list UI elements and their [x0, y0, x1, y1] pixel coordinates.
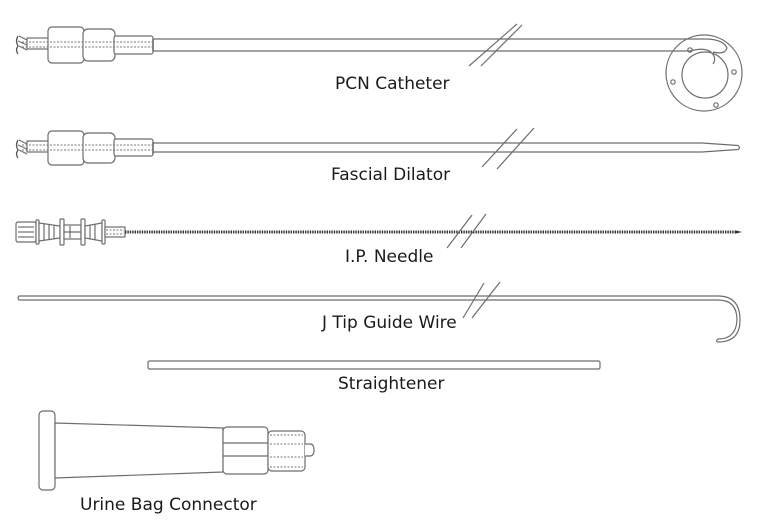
break-mark [468, 23, 523, 67]
ip-needle-drawing: I.P. Needle [15, 213, 742, 267]
break-mark [462, 281, 501, 319]
luer-hub [15, 130, 154, 166]
needle-hub [15, 218, 126, 246]
fascial-dilator-drawing: Fascial Dilator [15, 127, 741, 185]
pcn-catheter-label: PCN Catheter [335, 74, 450, 94]
straightener-label: Straightener [338, 374, 445, 394]
break-mark [481, 127, 535, 170]
j-tip-guide-wire-label: J Tip Guide Wire [321, 313, 457, 333]
pcn-catheter-drawing: PCN Catheter [15, 23, 743, 112]
break-mark [446, 213, 487, 249]
urine-bag-connector-label: Urine Bag Connector [80, 495, 257, 515]
pigtail-loop [665, 34, 743, 112]
j-tip-guide-wire-drawing: J Tip Guide Wire [17, 281, 741, 343]
catheter-shaft [153, 38, 705, 52]
urine-bag-connector-drawing: Urine Bag Connector [38, 410, 315, 515]
fascial-dilator-label: Fascial Dilator [331, 165, 450, 185]
luer-hub [15, 26, 154, 64]
ip-needle-label: I.P. Needle [345, 247, 433, 267]
straightener-drawing: Straightener [147, 360, 601, 394]
dilator-shaft [153, 142, 741, 153]
needle-shaft [125, 230, 742, 234]
